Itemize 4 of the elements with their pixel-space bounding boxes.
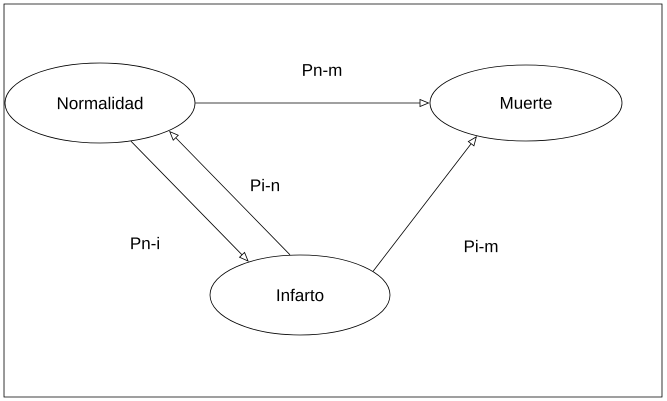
edge-label: Pn-i xyxy=(131,236,159,250)
edge-label: Pi-n xyxy=(251,178,279,192)
edge-label: Pn-m xyxy=(303,64,342,76)
edge-label: Pi-m xyxy=(464,240,498,252)
